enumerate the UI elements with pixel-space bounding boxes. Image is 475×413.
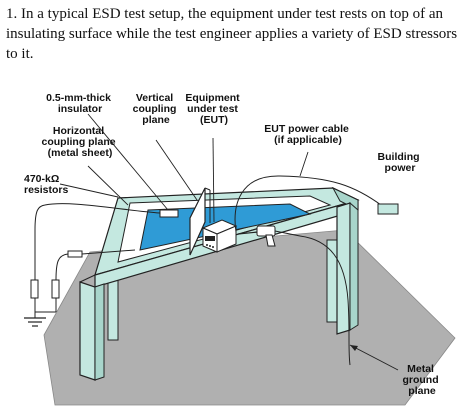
label-vertical-coupling-plane: Vertical coupling plane — [133, 92, 180, 126]
table-leg-front-right — [336, 202, 351, 335]
label-eut: Equipment under test (EUT) — [185, 92, 242, 126]
table-leg-front-left-side — [94, 283, 105, 381]
eut-power-cable — [234, 175, 386, 233]
resistor-wire-top — [34, 203, 161, 280]
vertical-coupling-plane — [189, 187, 206, 256]
table-leg-front-left — [79, 281, 96, 381]
caption: 1. In a typical ESD test setup, the equi… — [6, 6, 458, 62]
esd-gun-ground-cable — [299, 235, 351, 366]
resistor-1 — [30, 279, 39, 299]
table-leg-front-right-side — [349, 201, 359, 331]
label-eut-power-cable: EUT power cable (if applicable) — [264, 123, 352, 146]
label-insulator: 0.5-mm-thick insulator — [46, 92, 114, 115]
ground-symbol-icon — [24, 317, 46, 327]
table-resistor — [67, 250, 83, 258]
label-resistors: 470-kΩ resistors — [24, 173, 69, 196]
plane-resistor — [159, 209, 179, 218]
label-horizontal-coupling-plane: Horizontal coupling plane (metal sheet) — [41, 125, 118, 159]
table-leg-back-left — [107, 279, 119, 341]
building-power-box — [377, 203, 399, 215]
label-metal-ground-plane: Metal ground plane — [402, 363, 441, 397]
eut-box-side — [216, 225, 237, 253]
esd-gun-icon — [237, 225, 301, 247]
label-building-power: Building power — [378, 151, 423, 174]
resistor-2 — [51, 279, 60, 299]
